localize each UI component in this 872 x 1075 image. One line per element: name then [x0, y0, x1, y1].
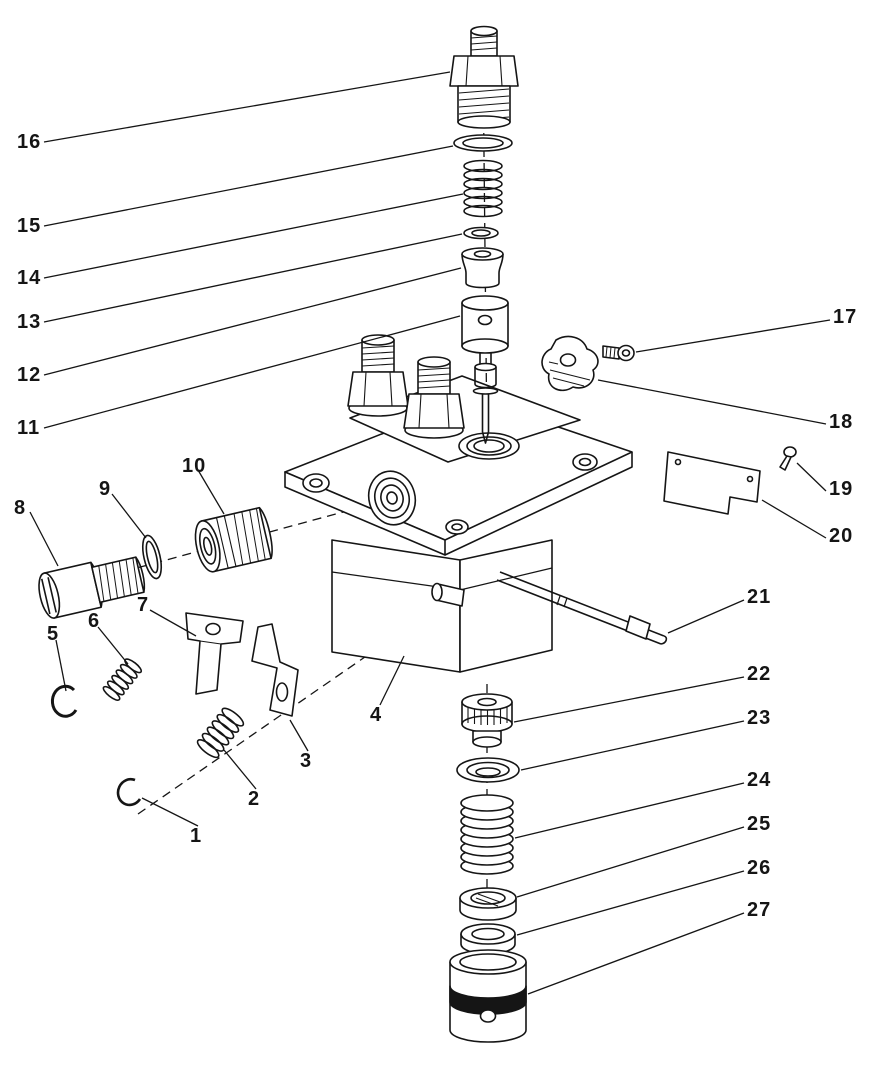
callout-4: 4 — [370, 704, 383, 726]
callout-14: 14 — [17, 267, 42, 289]
callout-21: 21 — [747, 586, 772, 608]
callout-22: 22 — [747, 663, 772, 685]
part-19-screw — [779, 446, 797, 471]
callout-16: 16 — [17, 131, 42, 153]
callout-19: 19 — [829, 478, 854, 500]
part-5-circlip — [50, 684, 78, 718]
part-11-valve-holder — [461, 295, 509, 444]
part-9-o-ring — [141, 534, 163, 580]
callout-27: 27 — [747, 899, 772, 921]
pump-body — [284, 334, 668, 673]
callout-23: 23 — [747, 707, 772, 729]
callout-6: 6 — [88, 610, 101, 632]
part-10-fitting — [194, 506, 273, 573]
part-25-spring-seat — [459, 887, 517, 921]
callout-13: 13 — [17, 311, 42, 333]
part-3-fork-bracket — [251, 623, 299, 717]
part-20-plate — [663, 451, 761, 515]
callout-10: 10 — [182, 455, 207, 477]
part-16-fitting — [449, 25, 519, 129]
leader-lines — [29, 71, 831, 995]
part-14-spring — [463, 159, 503, 218]
part-2-spring — [196, 707, 245, 759]
callout-2: 2 — [248, 788, 261, 810]
part-7-bracket — [185, 612, 244, 695]
part-15-washer — [453, 134, 513, 152]
callout-20: 20 — [829, 525, 854, 547]
part-22-gear — [461, 693, 513, 748]
part-24-spring — [460, 794, 514, 875]
callout-9: 9 — [99, 478, 112, 500]
callout-11: 11 — [17, 417, 41, 439]
part-1-snap-ring — [116, 777, 142, 807]
callout-18: 18 — [829, 411, 854, 433]
part-13-washer — [463, 226, 499, 240]
callout-15: 15 — [17, 215, 42, 237]
callout-8: 8 — [14, 497, 27, 519]
part-21-shaft — [496, 571, 668, 645]
part-8-plug-screw — [38, 556, 146, 619]
part-27-tappet — [449, 949, 527, 1043]
callout-3: 3 — [300, 750, 313, 772]
callout-24: 24 — [747, 769, 772, 791]
callout-5: 5 — [47, 623, 60, 645]
part-6-spring — [102, 658, 143, 701]
part-18-lever-cam — [541, 335, 599, 392]
callout-26: 26 — [747, 857, 772, 879]
callout-25: 25 — [747, 813, 772, 835]
part-12-valve — [461, 247, 504, 289]
callout-1: 1 — [190, 825, 203, 847]
callout-7: 7 — [137, 594, 150, 616]
callout-12: 12 — [17, 364, 42, 386]
part-23-washer — [456, 757, 520, 783]
callout-17: 17 — [833, 306, 858, 328]
part-17-screw — [602, 344, 635, 362]
part-26-retainer — [460, 923, 516, 955]
